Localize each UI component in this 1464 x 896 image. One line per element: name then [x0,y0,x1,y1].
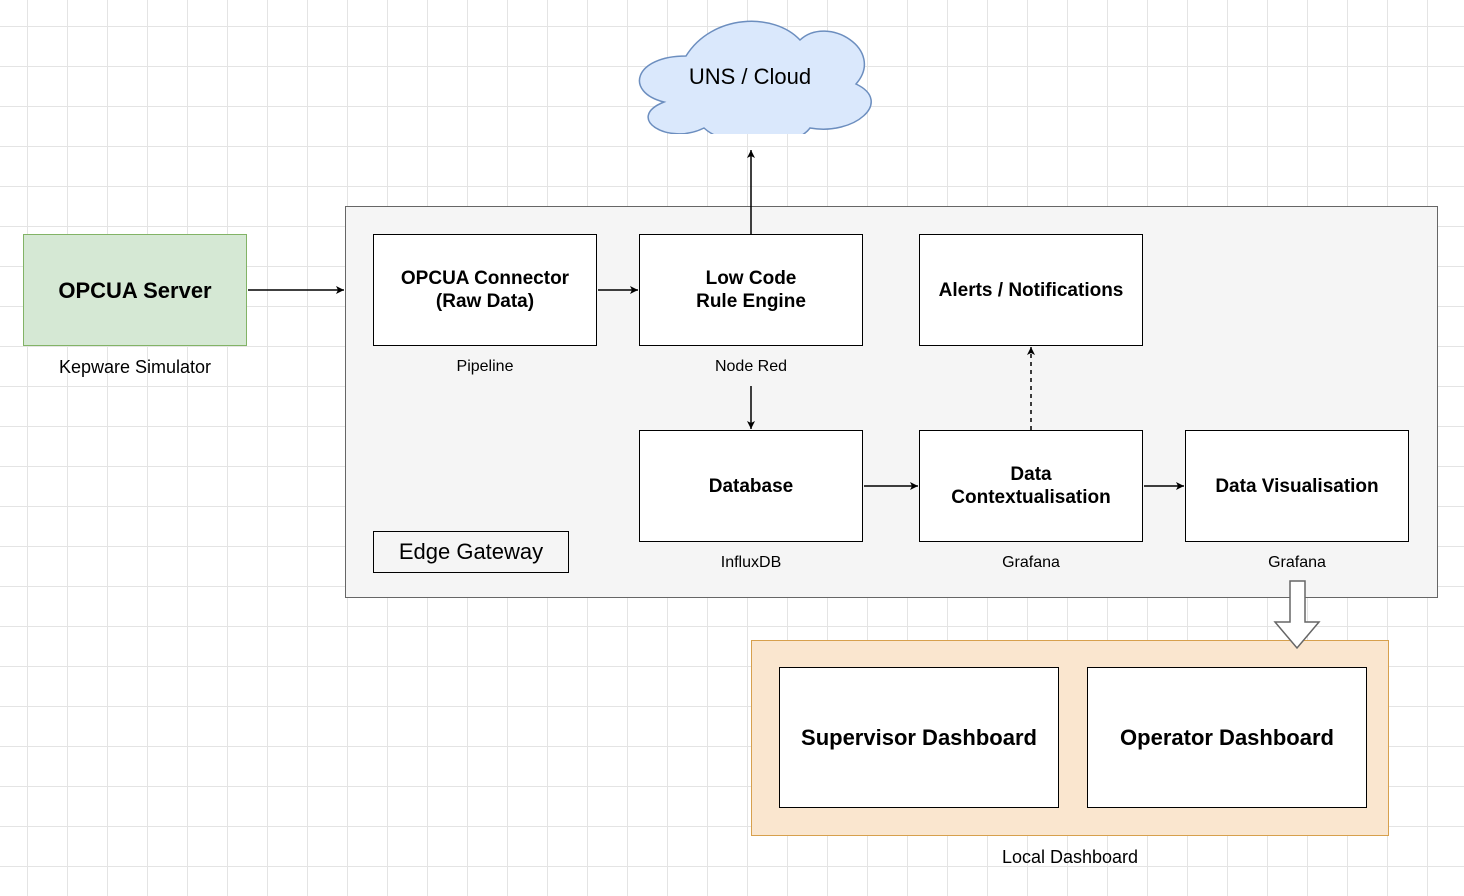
rule-engine-title: Low Code Rule Engine [696,268,806,312]
cloud-shape [638,20,872,134]
opcua-server-caption: Kepware Simulator [58,357,212,377]
edge-gateway-label-text: Edge Gateway [398,539,544,564]
contextualisation-node: Data Contextualisation [919,430,1143,542]
alerts-node: Alerts / Notifications [919,234,1143,346]
opcua-server-title: OPCUA Server [58,277,212,303]
opcua-server-node: OPCUA Server [23,234,247,346]
alerts-title: Alerts / Notifications [938,279,1124,301]
database-title: Database [708,475,794,497]
database-node: Database [639,430,863,542]
block-arrow-visualisation-to-dashboard [1273,580,1321,650]
database-caption: InfluxDB [720,554,782,571]
visualisation-title: Data Visualisation [1215,475,1379,497]
edge-gateway-label: Edge Gateway [373,531,569,573]
operator-dashboard-node: Operator Dashboard [1087,667,1367,808]
opcua-connector-title: OPCUA Connector (Raw Data) [400,268,570,312]
operator-dashboard-title: Operator Dashboard [1120,725,1334,750]
rule-engine-caption: Node Red [714,358,788,375]
supervisor-dashboard-title: Supervisor Dashboard [801,725,1037,750]
visualisation-caption: Grafana [1268,554,1326,571]
opcua-connector-caption: Pipeline [456,358,514,375]
rule-engine-node: Low Code Rule Engine [639,234,863,346]
contextualisation-caption: Grafana [1002,554,1060,571]
visualisation-node: Data Visualisation [1185,430,1409,542]
local-dashboard-caption: Local Dashboard [1001,847,1139,867]
contextualisation-title: Data Contextualisation [951,464,1111,508]
supervisor-dashboard-node: Supervisor Dashboard [779,667,1059,808]
cloud-label: UNS / Cloud [688,64,812,89]
opcua-connector-node: OPCUA Connector (Raw Data) [373,234,597,346]
